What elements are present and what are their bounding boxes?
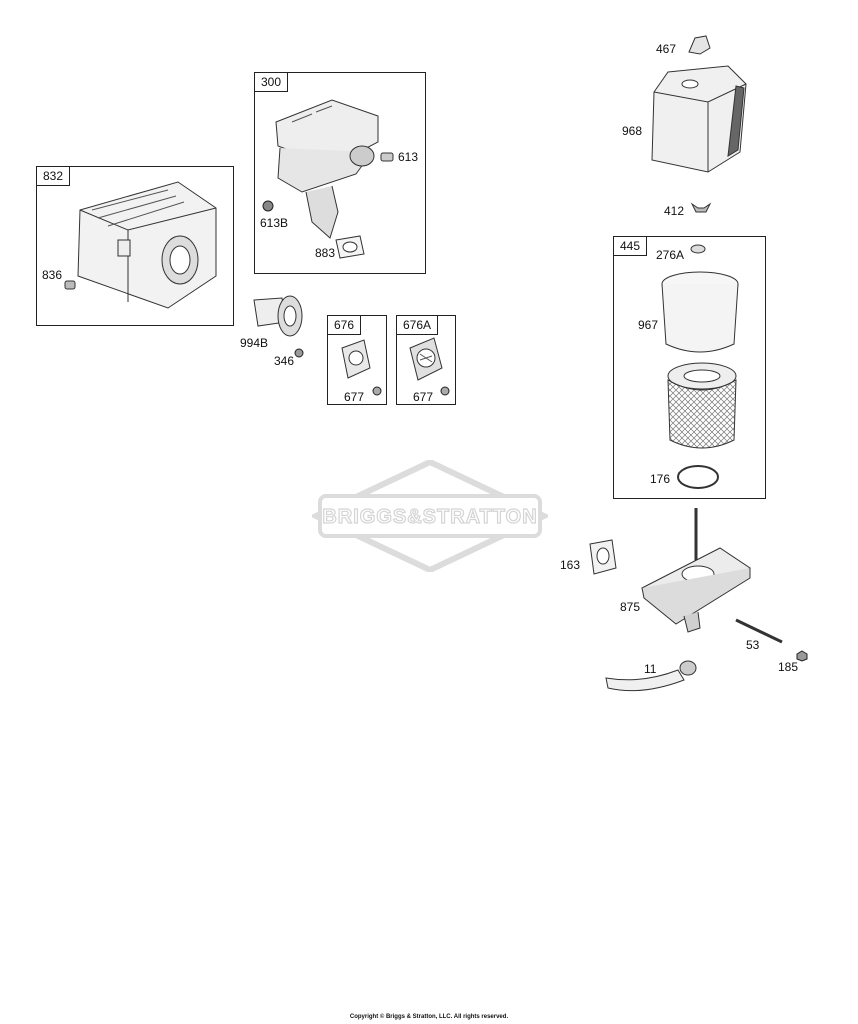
part-883-drawing[interactable] bbox=[334, 234, 366, 260]
copyright-notice: Copyright © Briggs & Stratton, LLC. All … bbox=[349, 1014, 509, 1020]
part-412-drawing[interactable] bbox=[690, 200, 712, 214]
part-875-label: 875 bbox=[620, 600, 641, 614]
muffler-guard-drawing[interactable] bbox=[68, 180, 218, 315]
part-883-label: 883 bbox=[315, 246, 336, 260]
part-613-drawing[interactable] bbox=[380, 152, 394, 162]
muffler-tag: 300 bbox=[254, 72, 289, 92]
muffler-guard-tag: 832 bbox=[36, 166, 71, 186]
part-412-label: 412 bbox=[664, 204, 685, 218]
deflector-drawing[interactable] bbox=[338, 338, 374, 382]
part-613-label: 613 bbox=[398, 150, 419, 164]
part-276a-label: 276A bbox=[656, 248, 685, 262]
part-53-drawing[interactable] bbox=[734, 618, 786, 646]
muffler-frame bbox=[254, 72, 426, 274]
part-994b-label: 994B bbox=[240, 336, 269, 350]
part-346-label: 346 bbox=[274, 354, 295, 368]
filter-cartridge-drawing[interactable] bbox=[664, 360, 740, 456]
part-994b-drawing[interactable] bbox=[252, 292, 306, 338]
part-53-label: 53 bbox=[746, 638, 760, 652]
part-613b-label: 613B bbox=[260, 216, 289, 230]
part-613b-drawing[interactable] bbox=[262, 200, 274, 212]
part-467-label: 467 bbox=[656, 42, 677, 56]
part-467-drawing[interactable] bbox=[686, 34, 712, 56]
part-163-label: 163 bbox=[560, 558, 581, 572]
air-cleaner-base-drawing[interactable] bbox=[636, 508, 752, 636]
part-677a-label: 677 bbox=[344, 390, 365, 404]
brand-watermark: BRIGGS&STRATTON bbox=[312, 460, 548, 572]
deflector-tag: 676 bbox=[327, 315, 362, 335]
muffler-drawing[interactable] bbox=[272, 92, 382, 242]
part-176-drawing[interactable] bbox=[676, 464, 720, 490]
part-677b-label: 677 bbox=[413, 390, 434, 404]
part-968-label: 968 bbox=[622, 124, 643, 138]
air-filter-kit-tag: 445 bbox=[613, 236, 648, 256]
part-346-drawing[interactable] bbox=[294, 348, 304, 358]
part-163-drawing[interactable] bbox=[584, 538, 620, 578]
muffler-guard-frame bbox=[36, 166, 234, 326]
air-cleaner-cover-drawing[interactable] bbox=[648, 62, 748, 174]
deflector-a-tag: 676A bbox=[396, 315, 439, 335]
part-836-label: 836 bbox=[42, 268, 63, 282]
part-967-label: 967 bbox=[638, 318, 659, 332]
part-967-drawing[interactable] bbox=[660, 270, 740, 358]
air-filter-kit-frame bbox=[613, 236, 766, 499]
part-185-label: 185 bbox=[778, 660, 799, 674]
part-11-label: 11 bbox=[644, 662, 657, 676]
part-176-label: 176 bbox=[650, 472, 671, 486]
part-11-drawing[interactable] bbox=[602, 656, 700, 692]
part-836-drawing[interactable] bbox=[64, 280, 76, 290]
watermark-text: BRIGGS&STRATTON bbox=[322, 506, 537, 528]
part-276a-drawing[interactable] bbox=[690, 244, 706, 254]
deflector-a-drawing[interactable] bbox=[406, 336, 446, 384]
part-185-drawing[interactable] bbox=[796, 650, 808, 662]
part-677b-drawing[interactable] bbox=[440, 386, 450, 396]
part-677a-drawing[interactable] bbox=[372, 386, 382, 396]
